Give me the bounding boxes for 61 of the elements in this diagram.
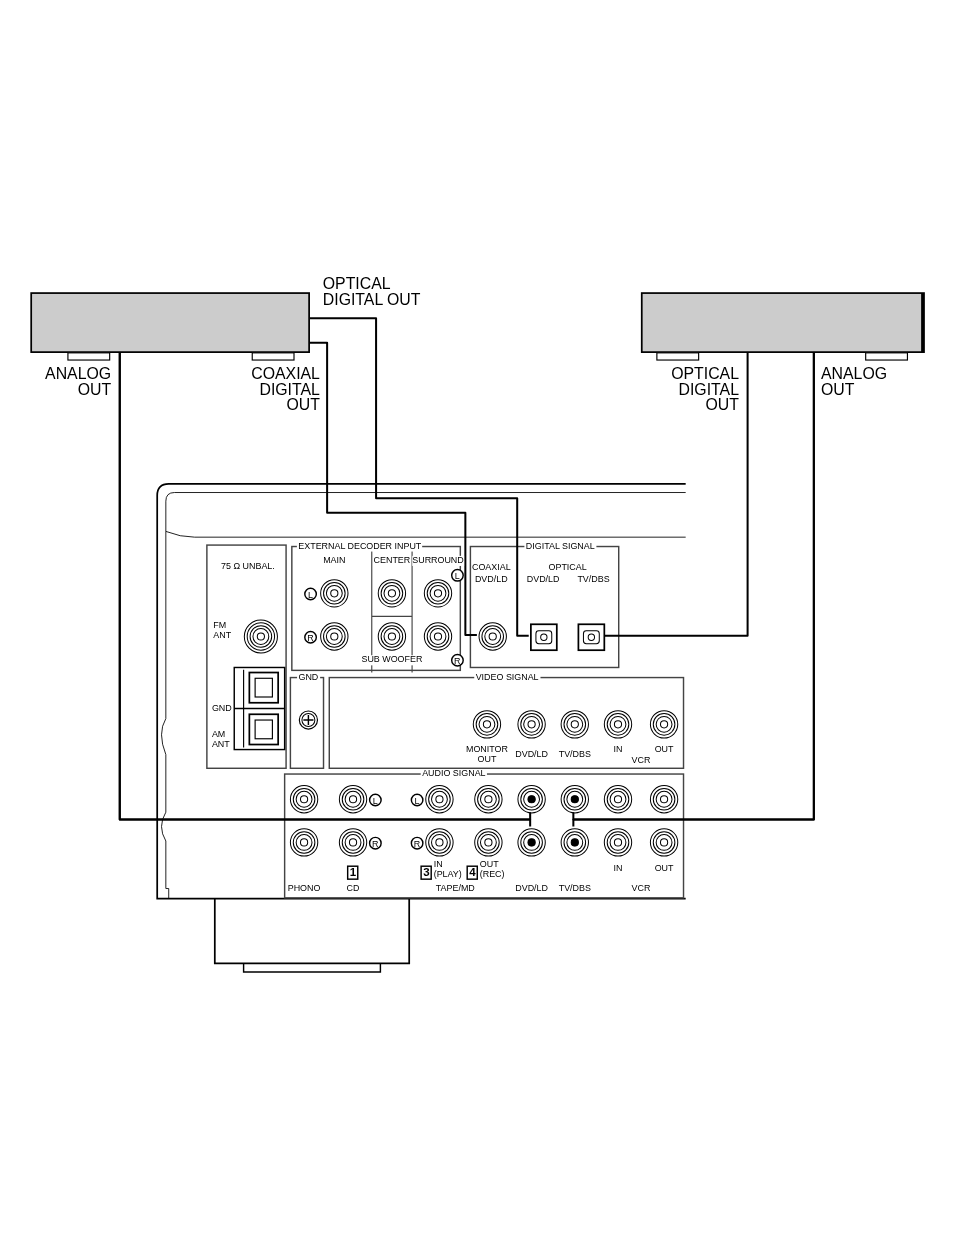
output-label: ANALOG OUT xyxy=(44,365,112,398)
panel-label: MONITOR OUT xyxy=(463,744,510,765)
panel-label: OUT xyxy=(654,864,674,874)
optical-jack xyxy=(577,623,606,651)
rca-jack xyxy=(517,828,546,857)
panel-title: DIGITAL SIGNAL xyxy=(524,541,597,552)
ground-terminal-panel xyxy=(289,676,325,769)
output-label: ANALOG OUT xyxy=(821,365,889,398)
optical-jack xyxy=(530,623,558,651)
digital-input-panel xyxy=(469,545,620,669)
channel-mark: L xyxy=(450,568,464,582)
output-label: OPTICAL DIGITAL OUT xyxy=(670,365,739,414)
component-box xyxy=(30,292,310,362)
panel-label: IN xyxy=(613,864,623,874)
input-number: 1 xyxy=(346,865,360,880)
panel-title: VIDEO SIGNAL xyxy=(474,672,540,683)
component-box xyxy=(641,292,925,362)
cable xyxy=(309,317,529,637)
panel-label: TAPE/MD xyxy=(435,884,475,894)
rca-jack xyxy=(560,828,590,857)
channel-mark: R xyxy=(368,836,382,850)
panel-label: PHONO xyxy=(287,884,321,894)
channel-mark: L xyxy=(303,587,317,601)
panel-label: CD xyxy=(346,884,360,894)
panel-title: AUDIO SIGNAL xyxy=(420,769,487,779)
channel-mark: R xyxy=(410,836,424,850)
rca-jack xyxy=(478,622,508,651)
input-number: 4 xyxy=(466,865,479,880)
panel-label: SURROUND xyxy=(412,555,464,566)
panel-title: EXTERNAL DECODER INPUT xyxy=(296,541,423,552)
panel-label: COAXIAL xyxy=(471,563,511,573)
channel-mark: R xyxy=(450,653,464,667)
cable xyxy=(603,352,749,637)
panel-label: IN xyxy=(613,744,623,755)
panel-label: AM ANT xyxy=(211,730,233,750)
panel-label: 75 Ω UNBAL. xyxy=(221,561,275,572)
video-input-panel xyxy=(328,676,685,769)
channel-mark: L xyxy=(368,793,382,807)
channel-mark: L xyxy=(410,793,424,807)
panel-label: OUT xyxy=(654,744,674,755)
panel-label: SUB WOOFER xyxy=(361,655,423,666)
panel-label: MAIN xyxy=(323,555,346,566)
panel-title: GND xyxy=(297,672,320,683)
panel-label: DVD/LD xyxy=(526,574,560,585)
input-number: 3 xyxy=(420,865,433,880)
panel-label: VCR xyxy=(631,756,651,766)
panel-label: TV/DBS xyxy=(558,884,591,894)
cable xyxy=(309,341,477,637)
panel-label: DVD/LD xyxy=(515,884,548,894)
rca-jack xyxy=(560,784,590,814)
panel-label: FM ANT xyxy=(213,620,234,641)
panel-label: VCR xyxy=(631,884,651,894)
panel-label: CENTER xyxy=(373,555,411,566)
channel-mark: R xyxy=(303,630,317,644)
output-label: COAXIAL DIGITAL OUT xyxy=(250,365,320,414)
panel-label: GND xyxy=(211,704,232,714)
panel-label: TV/DBS xyxy=(577,574,610,585)
rca-jack xyxy=(517,784,546,814)
panel-label: OPTICAL xyxy=(548,563,587,573)
output-label: OPTICAL DIGITAL OUT xyxy=(322,276,422,309)
panel-label: DVD/LD xyxy=(474,574,508,585)
